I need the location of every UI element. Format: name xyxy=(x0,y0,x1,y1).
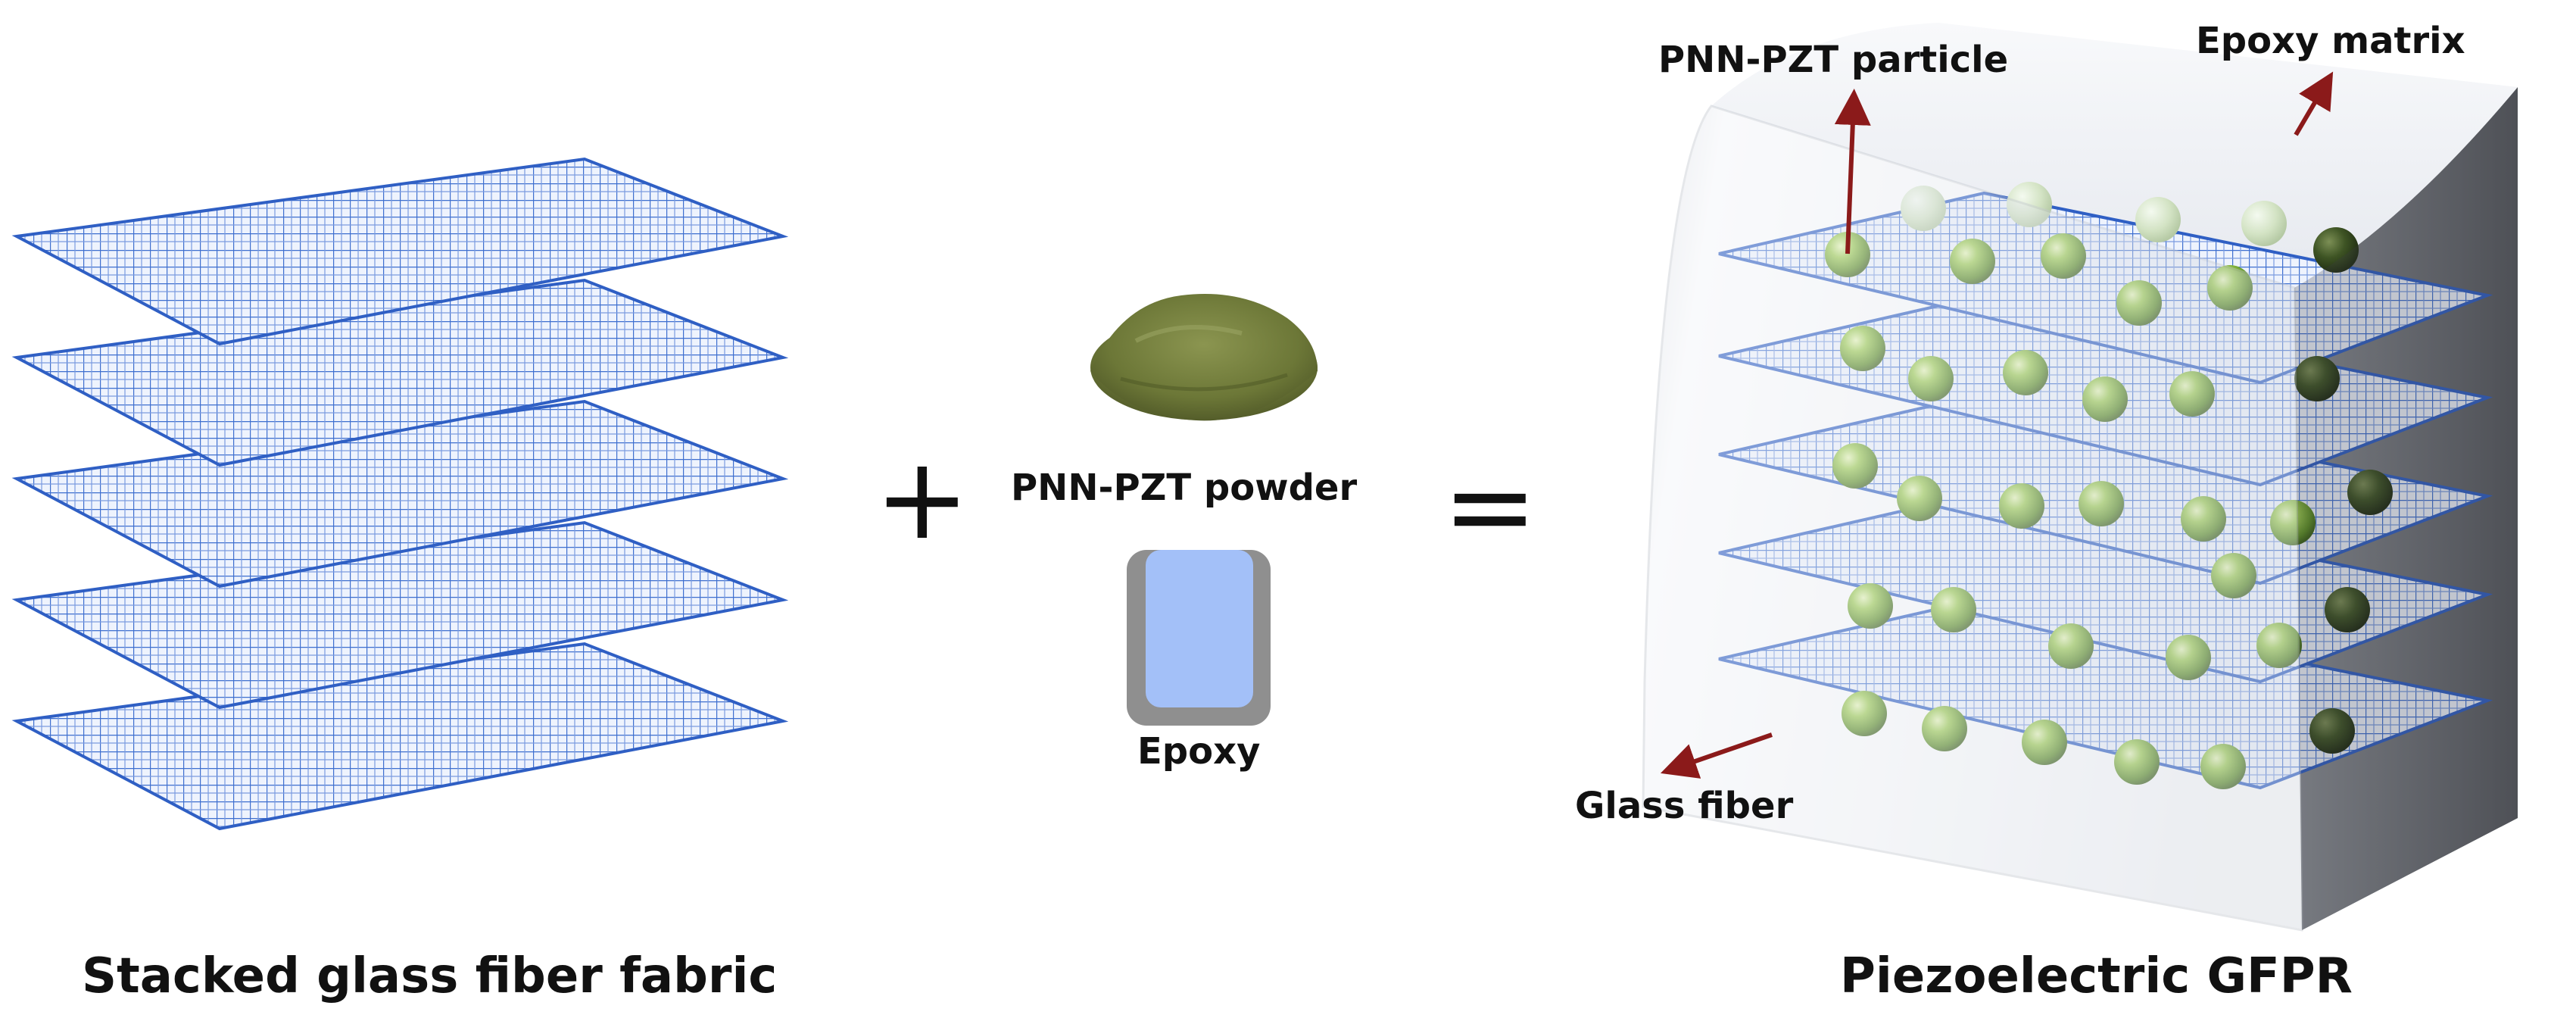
particle xyxy=(2241,201,2287,246)
right-caption: Piezoelectric GFPR xyxy=(1840,948,2353,1004)
matrix-arrow xyxy=(2294,71,2334,136)
powder-pile-icon xyxy=(1090,294,1318,421)
particle xyxy=(2294,356,2340,401)
powder-label: PNN-PZT powder xyxy=(1011,467,1357,509)
equals-sign: = xyxy=(1442,441,1538,573)
plus-sign: + xyxy=(875,433,970,565)
gfrp-block xyxy=(1642,23,2518,932)
fiber-arrow xyxy=(1660,732,1773,779)
epoxy-container-icon xyxy=(1127,550,1271,726)
particle xyxy=(2325,587,2370,632)
particle-arrow xyxy=(1834,89,1871,254)
particle xyxy=(2309,708,2355,754)
left-caption: Stacked glass fiber fabric xyxy=(82,948,777,1004)
matrix-label: Epoxy matrix xyxy=(2196,20,2465,62)
fabric-sheet xyxy=(11,157,789,346)
particle xyxy=(2347,470,2393,515)
stacked-fabric-group xyxy=(11,157,789,831)
epoxy-label: Epoxy xyxy=(1137,730,1260,773)
particle xyxy=(2135,197,2181,242)
particle-label: PNN-PZT particle xyxy=(1658,39,2008,81)
fiber-label: Glass fiber xyxy=(1575,785,1794,827)
block-front-face xyxy=(1642,105,2303,932)
particle xyxy=(2313,227,2359,273)
